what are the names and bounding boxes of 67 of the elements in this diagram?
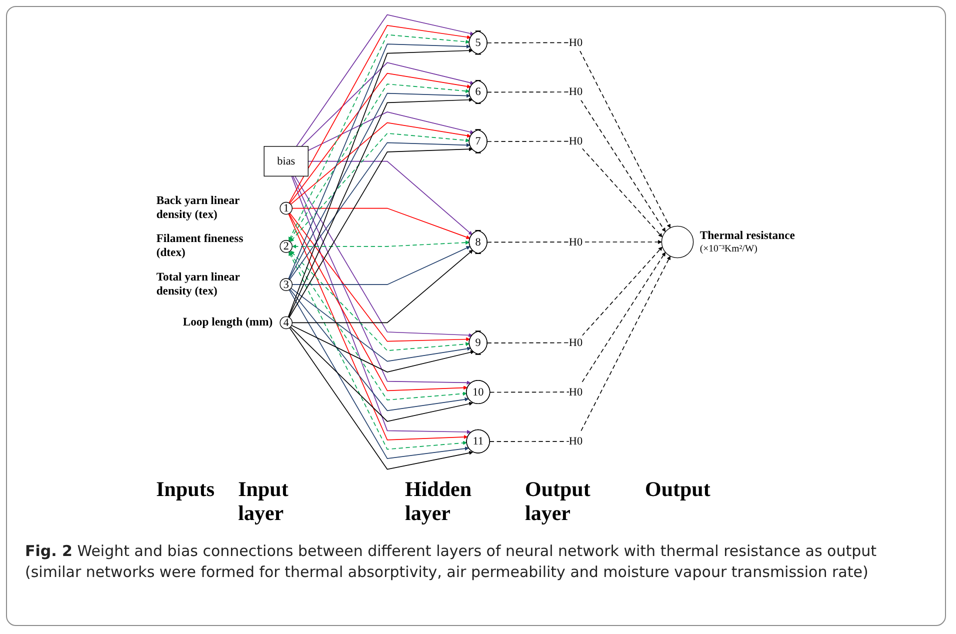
hidden-neuron: 5 bbox=[468, 30, 488, 55]
arrow bbox=[290, 288, 472, 362]
dashed-arrow bbox=[486, 42, 670, 228]
arrow bbox=[288, 213, 468, 440]
arrow bbox=[288, 92, 470, 280]
input-neuron: 4 bbox=[280, 316, 293, 330]
bias-node: bias bbox=[264, 146, 309, 177]
dashed-arrow bbox=[486, 92, 666, 232]
dashed-double-headed-arrow bbox=[290, 132, 470, 242]
column-label: Inputs bbox=[156, 477, 215, 502]
arrow bbox=[292, 246, 470, 285]
arrow bbox=[308, 112, 474, 151]
arrow bbox=[292, 208, 470, 240]
hidden-neuron: 8 bbox=[468, 230, 488, 254]
dashed-double-headed-arrow bbox=[290, 250, 470, 352]
neuron-caption: Filament fineness (dtex) bbox=[156, 232, 244, 260]
input-neuron: 1 bbox=[280, 202, 293, 215]
dashed-arrow bbox=[486, 140, 662, 238]
arrow bbox=[288, 44, 470, 280]
arrow bbox=[289, 142, 470, 280]
arrow bbox=[292, 250, 474, 324]
arrow bbox=[289, 327, 474, 470]
dashed-arrow bbox=[486, 240, 662, 244]
figure-caption: Fig. 2 Weight and bias connections between different layers of neural network with thermal resistance as output (similar networks were formed for thermal absorptivity, air permeability and moisture vapour transmission rate) bbox=[25, 541, 878, 583]
hidden-neuron: 9 bbox=[468, 330, 488, 355]
arrow bbox=[289, 72, 471, 204]
arrow bbox=[289, 212, 470, 342]
arrow bbox=[291, 176, 471, 434]
column-label: Input layer bbox=[238, 477, 290, 526]
dashed-arrow bbox=[490, 252, 666, 393]
output-neuron bbox=[661, 226, 694, 258]
dashed-double-headed-arrow bbox=[292, 240, 470, 248]
unit-label: (×10⁻³Km²/W) bbox=[700, 242, 758, 254]
dashed-double-headed-arrow bbox=[289, 251, 467, 400]
neuron-caption: Loop length (mm) bbox=[182, 315, 273, 330]
input-neuron: 2 bbox=[280, 240, 293, 253]
dashed-double-headed-arrow bbox=[289, 84, 470, 242]
dashed-arrow bbox=[489, 256, 670, 442]
arrow bbox=[288, 48, 473, 318]
neuron-caption: Total yarn linear density (tex) bbox=[156, 270, 241, 298]
dashed-arrow bbox=[486, 246, 662, 344]
column-label: Output bbox=[644, 477, 710, 502]
arrow bbox=[290, 326, 473, 422]
input-neuron: 3 bbox=[280, 278, 293, 291]
arrow bbox=[288, 24, 471, 204]
arrow bbox=[308, 160, 472, 236]
arrow bbox=[291, 324, 474, 372]
arrow bbox=[296, 14, 474, 147]
neuron-caption: Thermal resistance bbox=[700, 228, 795, 243]
arrow bbox=[288, 98, 473, 318]
column-label: Output layer bbox=[524, 477, 592, 526]
hidden-neuron: 6 bbox=[468, 80, 488, 104]
arrow bbox=[288, 289, 469, 460]
column-label: Hidden layer bbox=[404, 477, 473, 526]
arrow bbox=[292, 176, 471, 385]
hidden-neuron: 10 bbox=[466, 380, 490, 404]
arrow bbox=[290, 288, 469, 412]
dashed-double-headed-arrow bbox=[288, 252, 468, 450]
dashed-double-headed-arrow bbox=[288, 34, 470, 241]
arrow bbox=[288, 147, 473, 318]
hidden-neuron: 11 bbox=[466, 429, 490, 454]
arrow bbox=[300, 62, 474, 147]
neuron-caption: Back yarn linear density (tex) bbox=[156, 194, 240, 222]
arrow bbox=[294, 176, 473, 338]
arrow bbox=[290, 122, 471, 205]
hidden-neuron: 7 bbox=[468, 129, 488, 154]
arrow bbox=[288, 213, 468, 392]
